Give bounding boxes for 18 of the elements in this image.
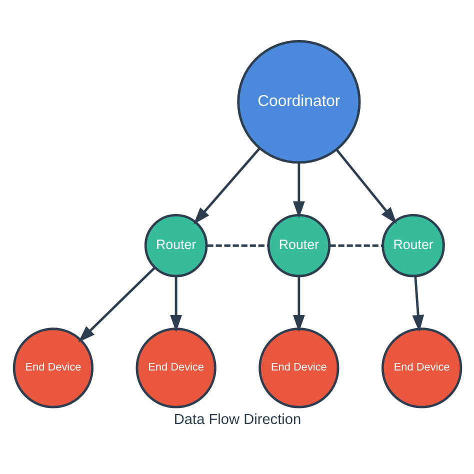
arrow bbox=[412, 276, 424, 332]
node-circle: End Device bbox=[135, 328, 216, 408]
arrow bbox=[335, 148, 396, 224]
arrow bbox=[170, 276, 182, 332]
arrow bbox=[78, 266, 156, 342]
arrow bbox=[292, 162, 304, 218]
caption: Data Flow Direction bbox=[173, 412, 301, 428]
node-circle: End Device bbox=[380, 328, 462, 408]
node-circle: Coordinator bbox=[236, 40, 360, 164]
arrow bbox=[292, 276, 304, 332]
connector bbox=[206, 244, 268, 247]
connector bbox=[329, 244, 382, 247]
node-circle: Router bbox=[381, 214, 444, 278]
node-circle: End Device bbox=[12, 328, 94, 408]
node-circle: Router bbox=[266, 214, 330, 278]
node-circle: Router bbox=[144, 214, 208, 278]
arrow bbox=[193, 148, 260, 224]
node-circle: End Device bbox=[258, 328, 339, 408]
